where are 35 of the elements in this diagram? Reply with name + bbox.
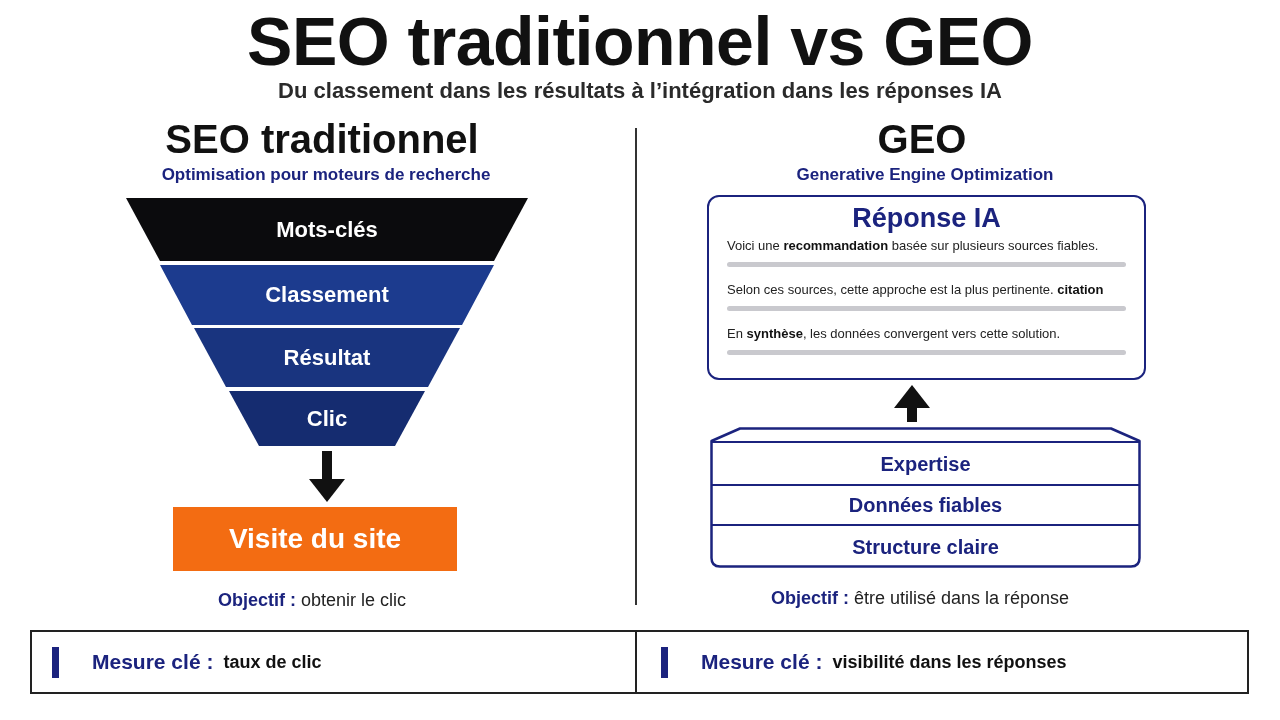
layer-label: Structure claire [852,534,999,560]
goal-text: Objectif : obtenir le clic [217,589,407,612]
metric-label: Mesure clé : [701,649,823,675]
metric-value: visibilité dans les réponses [832,651,1067,674]
subtitle: Du classement dans les résultats à l’intégration dans les réponses IA [278,77,1002,105]
layer-label: Expertise [880,451,971,477]
result-box [173,507,457,571]
layer-label: Mots-clés [276,215,378,244]
funnel-layer [160,265,494,325]
section-heading: GEO [877,116,967,163]
layer-label: Résultat [283,343,371,372]
section-subtitle: Generative Engine Optimization [796,164,1054,186]
layer-label: Classement [265,281,389,309]
panel-heading: Réponse IA [852,202,1001,234]
section-heading: SEO traditionnel [165,116,479,163]
funnel-layer [194,328,460,387]
layer-stack [710,427,1141,568]
arrow [894,385,930,422]
funnel-layer [229,391,425,446]
answer-text: Voici une recommandation basée sur plusieurs sources fiables. [727,238,1100,254]
answer-text: En synthèse, les données convergent vers cette solution. [727,326,1062,342]
result-label: Visite du site [228,522,402,556]
funnel-layer [126,198,528,261]
goal-text: Objectif : être utilisé dans la réponse [770,587,1070,610]
arrow [309,451,345,502]
answer-text: Selon ces sources, cette approche est la plus pertinente. citation [727,282,1105,298]
metric-label: Mesure clé : [92,649,214,675]
title: SEO traditionnel vs GEO [247,5,1033,77]
section-subtitle: Optimisation pour moteurs de recherche [161,164,491,186]
metric-cell [637,630,1249,694]
metric-value: taux de clic [223,651,322,674]
layer-label: Données fiables [848,493,1003,518]
layer-label: Clic [306,404,348,433]
answer-panel [707,195,1146,380]
metric-cell [30,630,637,694]
